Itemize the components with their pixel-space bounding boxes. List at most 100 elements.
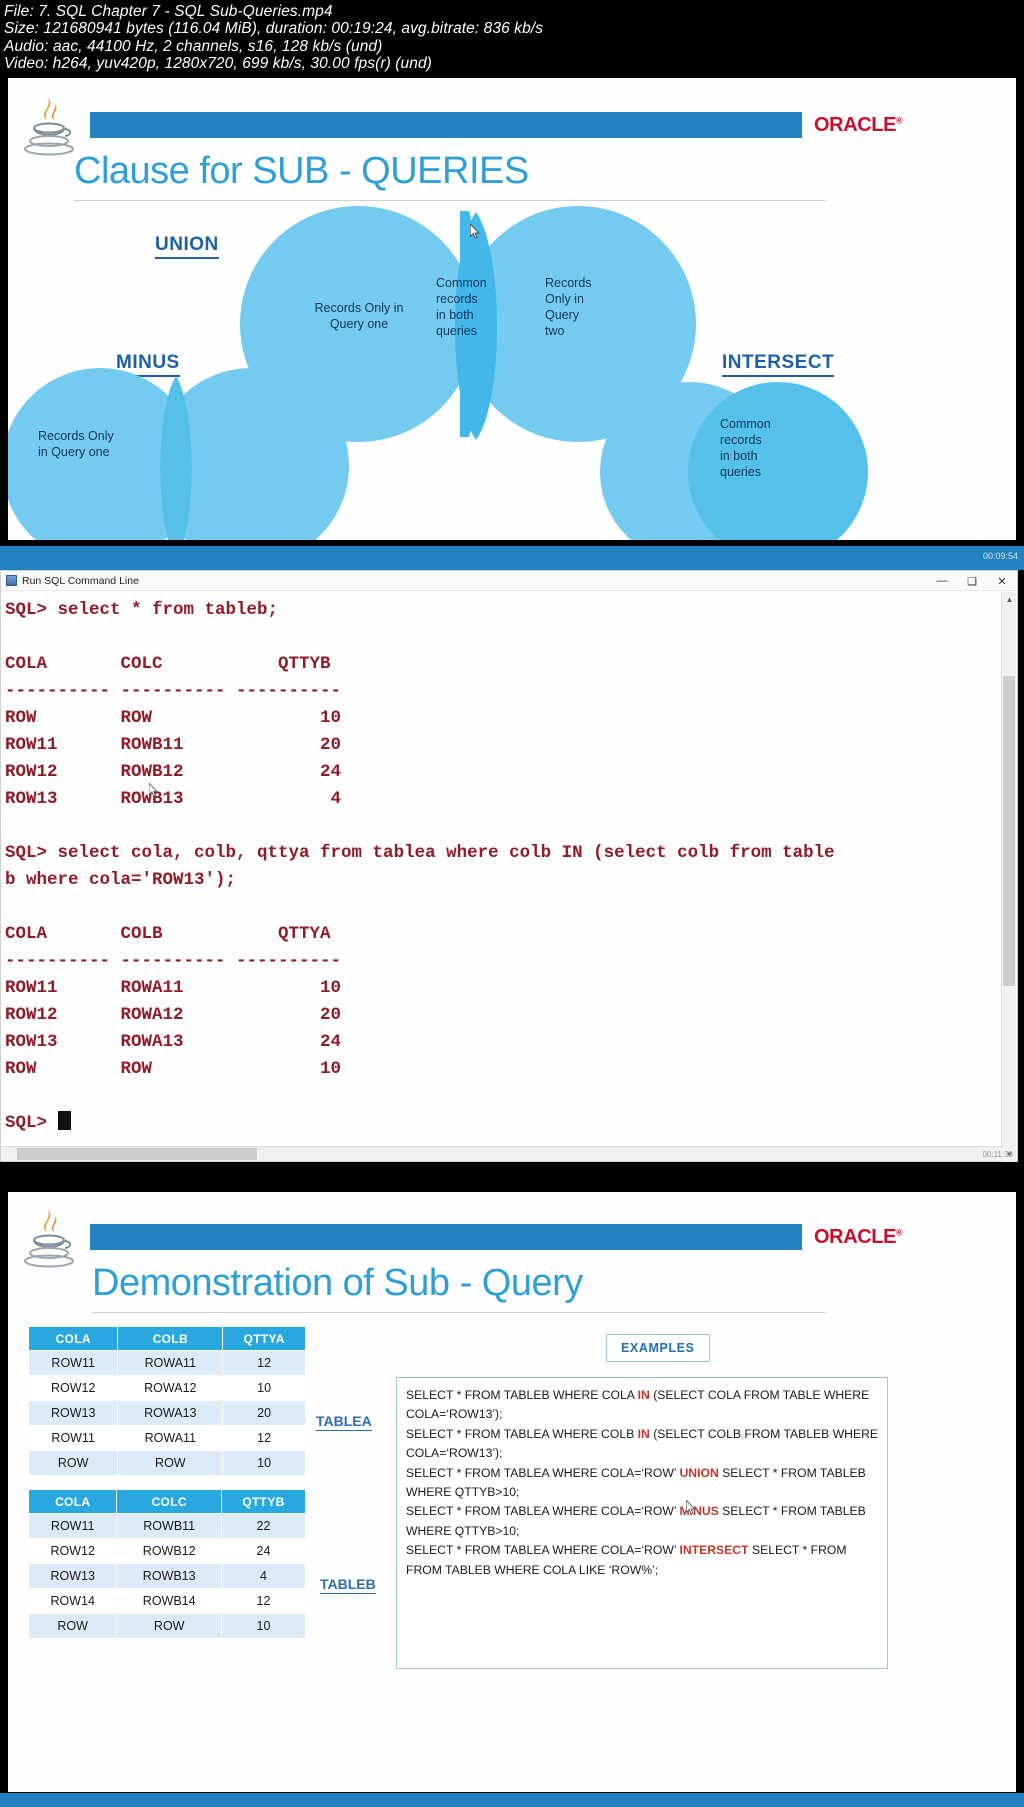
- terminal-line: [5, 1083, 1017, 1110]
- maximize-button[interactable]: ❑: [967, 575, 977, 588]
- example-post: (SELECT COLB FROM TABLEB WHERE COLA=‘ROW…: [406, 1426, 879, 1461]
- example-post: (SELECT COLA FROM TABLE WHERE COLA=‘ROW1…: [406, 1388, 870, 1422]
- terminal-line: ROW ROW 10: [5, 708, 342, 728]
- media-video-line: Video: h264, yuv420p, 1280x720, 699 kb/s…: [4, 55, 432, 73]
- table-cell: ROWB14: [116, 1588, 223, 1614]
- terminal-top-band: 00:09:54: [0, 546, 1024, 570]
- example-pre: SELECT * FROM TABLEA WHERE COLA=‘ROW’: [406, 1504, 680, 1519]
- minimize-button[interactable]: —: [936, 575, 948, 587]
- slide1-title-underline: [74, 200, 826, 201]
- table-cell: 4: [221, 1563, 306, 1589]
- example-pre: SELECT * FROM TABLEB WHERE COLA: [406, 1388, 638, 1402]
- union-overlap-lens: [455, 212, 497, 440]
- slide-clause-for-subqueries: ORACLE® Clause for SUB - QUERIES UNION R…: [0, 72, 1024, 546]
- terminal-horizontal-scrollbar[interactable]: [1, 1146, 1003, 1161]
- hscrollbar-thumb[interactable]: [17, 1148, 257, 1160]
- mouse-cursor-icon-3: [686, 1500, 696, 1515]
- example-keyword: IN: [637, 1426, 650, 1441]
- run-sql-command-line-window: Run SQL Command Line — ❑ ✕ SQL> select *…: [0, 570, 1018, 1162]
- terminal-vertical-scrollbar[interactable]: ▲ ▼: [1001, 592, 1016, 1162]
- window-controls[interactable]: — ❑ ✕: [927, 571, 1017, 591]
- table-cell: 10: [222, 1375, 306, 1401]
- table-header-cell: COLC: [116, 1489, 223, 1514]
- tablea-link[interactable]: TABLEA: [316, 1413, 372, 1431]
- example-post: SELECT * FROM TABLEB WHERE QTTYB>10;: [406, 1504, 866, 1538]
- table-header-cell: COLA: [27, 1489, 118, 1514]
- table-cell: ROW11: [27, 1350, 119, 1376]
- window-title: Run SQL Command Line: [22, 574, 139, 587]
- tableb-link[interactable]: TABLEB: [320, 1576, 376, 1594]
- scroll-down-arrow[interactable]: ▼: [1005, 1150, 1014, 1159]
- table-cell: ROWA11: [117, 1350, 224, 1376]
- terminal-line: [5, 624, 1017, 651]
- scrollbar-thumb[interactable]: [1003, 676, 1015, 986]
- media-info-header: File: 7. SQL Chapter 7 - SQL Sub-Queries…: [0, 0, 1024, 72]
- table-header-cell: QTTYA: [222, 1326, 306, 1351]
- terminal-line: COLA COLC QTTYB: [5, 654, 331, 674]
- table-header-cell: QTTYB: [221, 1489, 306, 1514]
- oracle-logo-2: ORACLE®: [814, 1226, 903, 1248]
- table-cell: 10: [221, 1613, 306, 1639]
- terminal-line: SQL>: [5, 1110, 1017, 1137]
- example-statement: SELECT * FROM TABLEA WHERE COLB IN (SELE…: [406, 1425, 879, 1464]
- example-pre: SELECT * FROM TABLEA WHERE COLA=‘ROW’: [406, 1543, 680, 1558]
- terminal-output[interactable]: SQL> select * from tableb; COLA COLC QTT…: [1, 591, 1017, 1159]
- video-timestamp-top: 00:09:54: [982, 551, 1018, 561]
- app-icon: [6, 575, 17, 586]
- window-titlebar[interactable]: Run SQL Command Line — ❑ ✕: [1, 571, 1017, 591]
- slide1-page: ORACLE® Clause for SUB - QUERIES UNION R…: [8, 78, 1016, 540]
- slide1-title: Clause for SUB - QUERIES: [74, 150, 529, 192]
- intersect-circle-right: [688, 382, 868, 540]
- video-timestamp-bottom: 00:11:38: [982, 1150, 1013, 1159]
- table-cell: ROW12: [27, 1375, 119, 1401]
- table-cell: ROWB11: [116, 1513, 223, 1539]
- terminal-caret: [57, 1111, 71, 1130]
- table-cell: 12: [222, 1350, 306, 1376]
- venn-label-minus: MINUS: [116, 352, 180, 377]
- terminal-line: ROW12 ROWB12 24: [5, 762, 342, 782]
- terminal-line: [5, 894, 1017, 921]
- oracle-logo: ORACLE®: [814, 114, 903, 136]
- minus-text: Records Only in Query one: [38, 429, 114, 459]
- close-button[interactable]: ✕: [997, 575, 1007, 588]
- union-text-middle: Common records in both queries: [436, 276, 487, 338]
- table-cell: ROW11: [27, 1513, 118, 1539]
- slide3-header-bar: [90, 1224, 802, 1250]
- table-cell: ROW14: [27, 1588, 118, 1614]
- terminal-line: ---------- ---------- ----------: [5, 951, 342, 971]
- table-cell: ROW13: [27, 1400, 119, 1426]
- examples-button[interactable]: EXAMPLES: [606, 1334, 710, 1362]
- minus-overlap-lens: [160, 376, 192, 540]
- terminal-line: ROW11 ROWA11 10: [5, 978, 342, 998]
- table-cell: 12: [222, 1425, 306, 1451]
- table-header-cell: COLA: [27, 1326, 119, 1351]
- terminal-line: ROW ROW 10: [5, 1059, 342, 1079]
- union-text-right: Records Only in Query two: [545, 276, 592, 338]
- slide3-title: Demonstration of Sub - Query: [92, 1262, 583, 1304]
- terminal-line: [5, 813, 1017, 840]
- table-cell: ROWA12: [117, 1375, 224, 1401]
- terminal-line: ROW11 ROWB11 20: [5, 735, 342, 755]
- terminal-mouse-cursor-icon: [149, 783, 158, 797]
- terminal-line: ---------- ---------- ----------: [5, 681, 342, 701]
- scroll-up-arrow[interactable]: ▲: [1005, 595, 1014, 604]
- slide3-page: ORACLE® Demonstration of Sub - Query COL…: [8, 1192, 1016, 1792]
- table-header-cell: COLB: [117, 1326, 224, 1351]
- terminal-line: SQL> select * from tableb;: [5, 600, 279, 620]
- examples-list-box: SELECT * FROM TABLEB WHERE COLA IN (SELE…: [396, 1377, 888, 1669]
- slide-demonstration-of-subquery: ORACLE® Demonstration of Sub - Query COL…: [0, 1186, 1024, 1807]
- table-cell: 20: [222, 1400, 306, 1426]
- slide3-title-underline: [92, 1312, 826, 1313]
